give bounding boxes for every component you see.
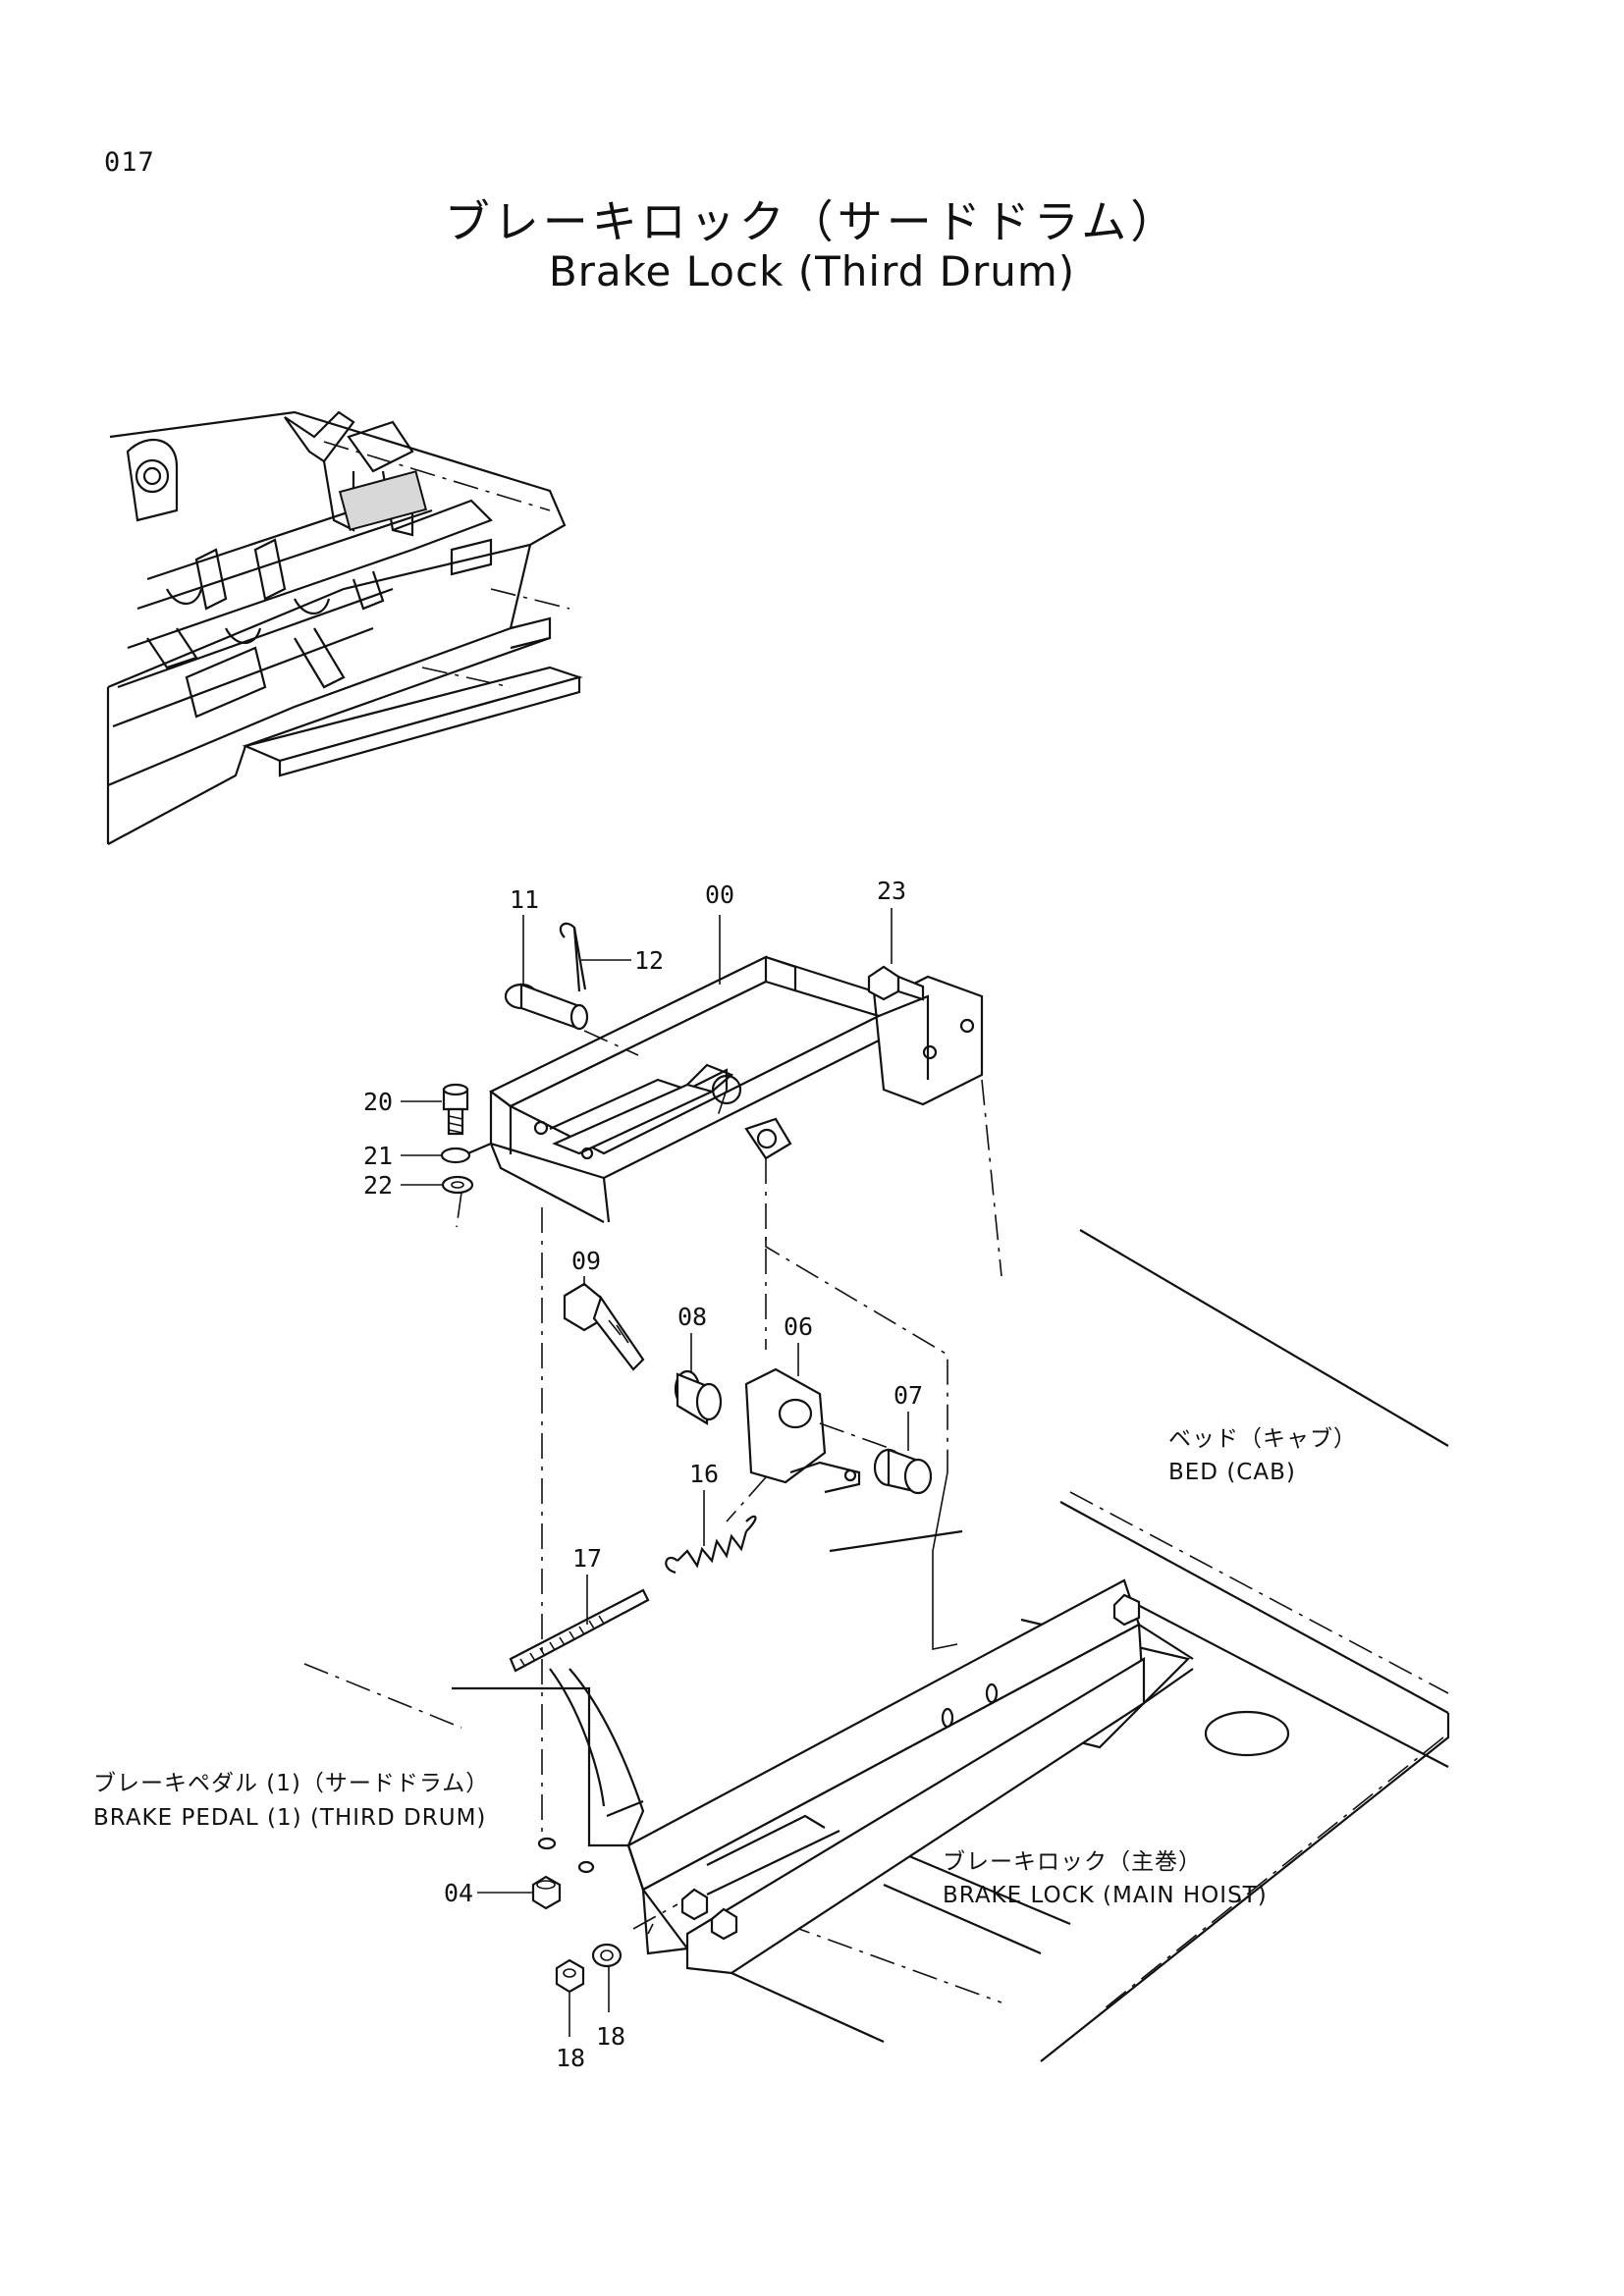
assembly-centerlines	[456, 1079, 1002, 1836]
bolt-09	[563, 1282, 645, 1371]
bracket-00	[456, 955, 984, 1223]
spring-16	[665, 1515, 757, 1575]
callout-12: 12	[634, 946, 664, 975]
washer-18-b	[591, 1943, 623, 1968]
callout-23: 23	[877, 877, 906, 905]
annotation-notes: ベッド（キャブ） BED (CAB) ブレーキペダル (1)（サードドラム） B…	[93, 1426, 1357, 1908]
callout-20: 20	[363, 1088, 393, 1116]
callout-18-right: 18	[596, 2022, 625, 2051]
overview-inset	[106, 410, 583, 845]
bolt-23	[867, 965, 925, 1001]
bolt-20-washers	[440, 1083, 474, 1195]
callout-07: 07	[893, 1381, 923, 1410]
collar-08	[674, 1369, 723, 1425]
note-pedal-jp: ブレーキペダル (1)（サードドラム）	[93, 1771, 489, 1796]
nut-18-a	[555, 1958, 585, 1994]
bed-cab-floor	[785, 1229, 1450, 2062]
note-pedal-en: BRAKE PEDAL (1) (THIRD DRUM)	[93, 1805, 486, 1831]
note-main-en: BRAKE LOCK (MAIN HOIST)	[943, 1883, 1268, 1908]
collar-07	[873, 1448, 933, 1495]
callout-18-left: 18	[556, 2044, 585, 2072]
cotter-pin-12	[559, 922, 587, 992]
page-title-japanese: ブレーキロック（サードドラム）	[444, 195, 1180, 248]
callout-08: 08	[677, 1303, 707, 1331]
callout-17: 17	[572, 1544, 602, 1573]
callout-04: 04	[444, 1879, 473, 1907]
callout-16: 16	[689, 1460, 719, 1488]
nut-04	[531, 1875, 562, 1910]
block-06	[744, 1367, 890, 1494]
main-hoist-lock	[303, 1578, 1194, 2044]
callout-labels: 11 12 00 23 20 21 22 09 08 06 07 16 17 0…	[363, 877, 923, 2072]
callout-22: 22	[363, 1171, 393, 1200]
note-main-jp: ブレーキロック（主巻）	[943, 1849, 1202, 1875]
note-bed-en: BED (CAB)	[1168, 1460, 1296, 1485]
rod-17	[509, 1588, 650, 1673]
note-bed-jp: ベッド（キャブ）	[1168, 1426, 1357, 1452]
page-title-english: Brake Lock (Third Drum)	[548, 247, 1076, 295]
callout-11: 11	[510, 885, 539, 914]
callout-21: 21	[363, 1142, 393, 1170]
leader-lines	[401, 908, 909, 2037]
callout-09: 09	[571, 1247, 601, 1275]
pin-11	[504, 983, 639, 1056]
callout-06: 06	[784, 1312, 813, 1341]
page-number: 017	[104, 147, 155, 178]
callout-00: 00	[705, 881, 734, 909]
